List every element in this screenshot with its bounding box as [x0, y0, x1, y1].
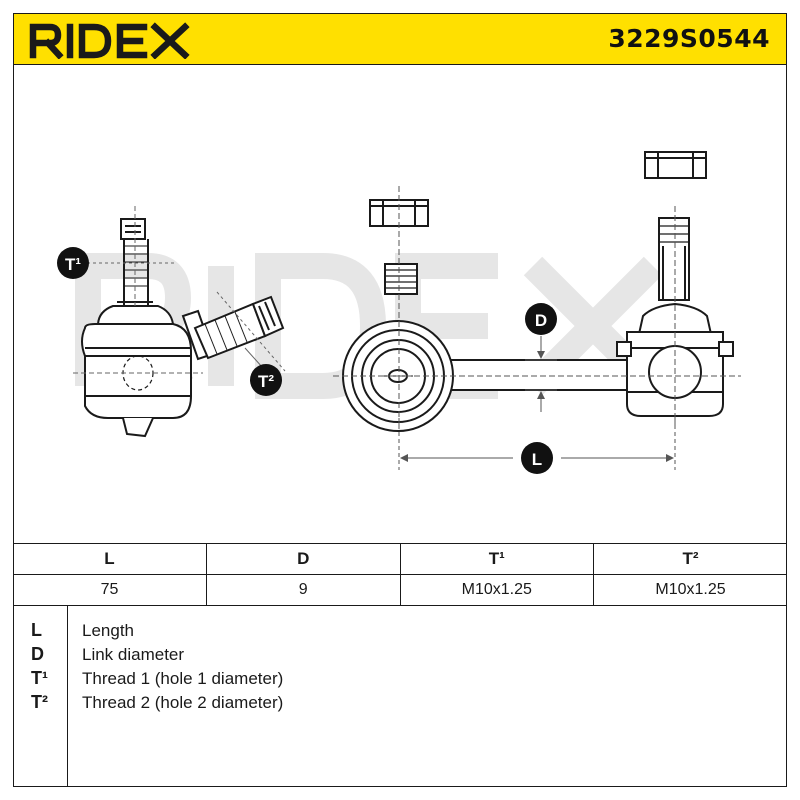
svg-text:T¹: T¹	[65, 255, 81, 274]
hex-nut-right	[644, 151, 707, 179]
svg-text:D: D	[535, 311, 547, 330]
spec-value-d: 9	[206, 574, 401, 606]
spec-header-l: L	[13, 543, 207, 575]
technical-drawing: T¹ T²	[57, 151, 741, 474]
ridex-logo	[29, 22, 190, 59]
legend-desc: Thread 1 (hole 1 diameter)	[82, 669, 284, 688]
spec-header-d: D	[206, 543, 401, 575]
spec-value-t1: M10x1.25	[399, 574, 594, 606]
legend: L Length D Link diameter T¹ Thread 1 (ho…	[13, 606, 787, 786]
t2-badge: T²	[250, 364, 282, 396]
spec-header-row: L D T¹ T²	[13, 543, 787, 575]
spec-header-t1: T¹	[399, 543, 594, 575]
part-number: 3229S0544	[608, 24, 770, 53]
left-joint-side-view	[81, 218, 285, 438]
legend-divider	[67, 606, 68, 786]
legend-row-length: L Length	[13, 620, 787, 644]
legend-desc: Length	[82, 621, 134, 640]
svg-text:T²: T²	[258, 372, 274, 391]
spec-value-t2: M10x1.25	[593, 574, 787, 606]
legend-key: D	[31, 644, 44, 664]
legend-row-diameter: D Link diameter	[13, 644, 787, 668]
spec-value-row: 75 9 M10x1.25 M10x1.25	[13, 574, 787, 606]
l-badge: L	[521, 442, 553, 474]
svg-text:L: L	[532, 450, 542, 469]
legend-desc: Thread 2 (hole 2 diameter)	[82, 693, 284, 712]
legend-key: T²	[31, 692, 48, 712]
legend-key: L	[31, 620, 42, 640]
spec-value-l: 75	[13, 574, 207, 606]
spec-header-t2: T²	[593, 543, 787, 575]
d-badge: D	[525, 303, 557, 335]
t1-badge: T¹	[57, 247, 89, 279]
legend-desc: Link diameter	[82, 645, 185, 664]
spec-table: L D T¹ T² 75 9 M10x1.25 M10x1.25	[13, 543, 787, 606]
legend-row-thread-2: T² Thread 2 (hole 2 diameter)	[13, 692, 787, 716]
legend-row-thread-1: T¹ Thread 1 (hole 1 diameter)	[13, 668, 787, 692]
header-bar: 3229S0544	[13, 13, 787, 65]
document-frame	[13, 65, 787, 787]
legend-key: T¹	[31, 668, 48, 688]
